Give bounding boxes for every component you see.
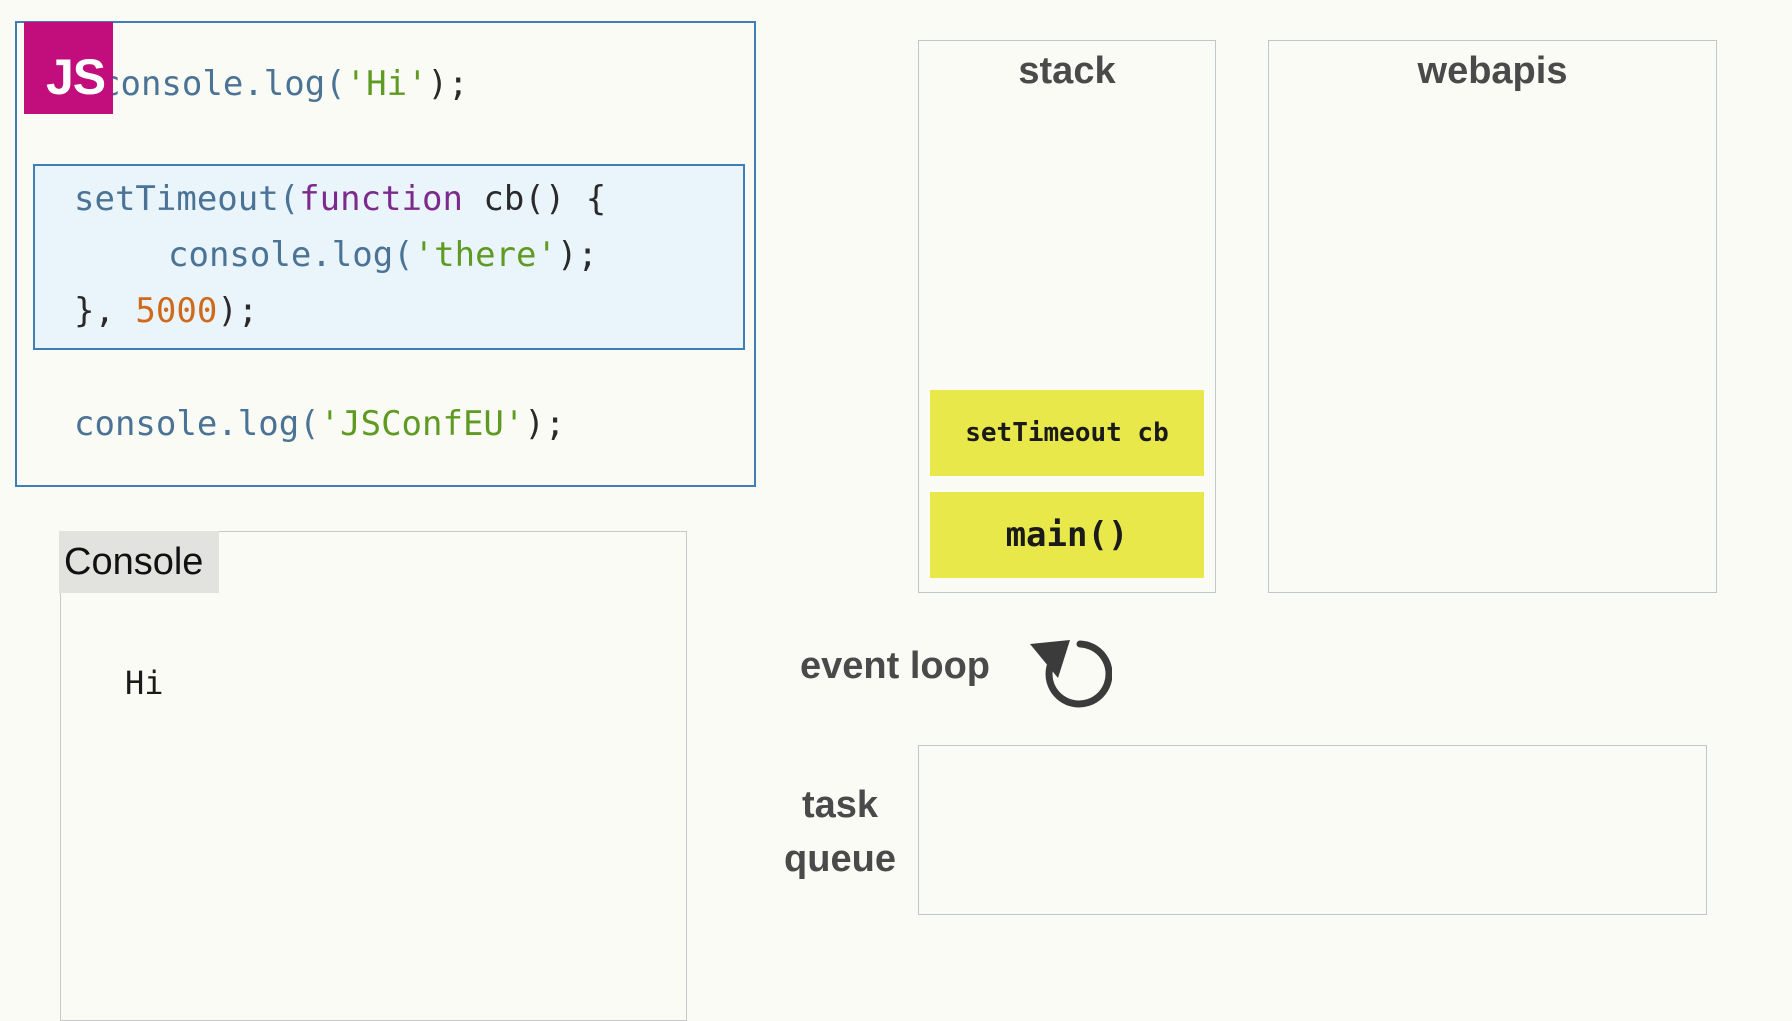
code-token: console xyxy=(74,404,218,444)
code-line-console-log-hi: console.log('Hi'); xyxy=(100,64,469,104)
code-line-console-log-there: console.log('there'); xyxy=(168,235,598,275)
code-line-console-log-jsconfeu: console.log('JSConfEU'); xyxy=(74,404,565,444)
code-token: .log( xyxy=(243,64,346,104)
console-title: Console xyxy=(59,531,219,593)
code-token: ); xyxy=(556,235,598,275)
code-string: 'there' xyxy=(413,235,557,275)
task-queue-label-line2: queue xyxy=(784,838,896,880)
code-token: }, xyxy=(74,291,136,331)
code-keyword: function xyxy=(299,179,463,219)
event-loop-label: event loop xyxy=(800,645,991,687)
code-token: cb() { xyxy=(462,179,607,219)
webapis-label: webapis xyxy=(1417,50,1568,92)
code-token: ); xyxy=(427,64,469,104)
code-panel: console.log('Hi'); setTimeout(function c… xyxy=(15,21,756,487)
code-token: .log( xyxy=(311,235,414,275)
console-panel xyxy=(60,531,687,1021)
stack-frame-main: main() xyxy=(930,492,1204,578)
code-token: setTimeout( xyxy=(74,179,300,219)
task-queue-label: task queue xyxy=(780,778,900,886)
code-token: console xyxy=(168,235,312,275)
refresh-icon xyxy=(1030,640,1112,708)
code-token: ); xyxy=(524,404,566,444)
task-queue-panel xyxy=(918,745,1707,915)
code-token: console xyxy=(100,64,244,104)
code-line-timeout-close: }, 5000); xyxy=(74,291,258,331)
webapis-panel xyxy=(1268,40,1717,593)
code-token: .log( xyxy=(217,404,320,444)
highlighted-code-block xyxy=(33,164,745,350)
code-string: 'JSConfEU' xyxy=(319,404,525,444)
code-line-settimeout: setTimeout(function cb() { xyxy=(74,179,606,219)
stack-label: stack xyxy=(1018,50,1116,92)
console-output-line: Hi xyxy=(125,664,164,702)
js-logo: JS xyxy=(24,22,113,114)
stack-frame-settimeout-cb: setTimeout cb xyxy=(930,390,1204,476)
task-queue-label-line1: task xyxy=(801,784,879,826)
code-number: 5000 xyxy=(135,291,218,331)
code-string: 'Hi' xyxy=(345,64,428,104)
code-token: ); xyxy=(217,291,259,331)
